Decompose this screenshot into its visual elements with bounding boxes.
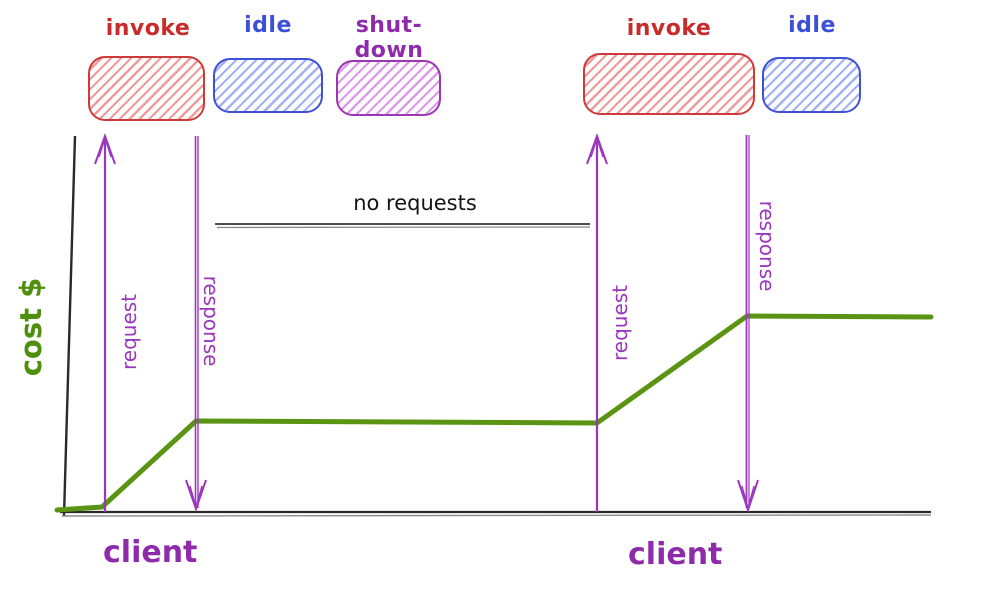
request-arrow-1 <box>94 133 116 512</box>
client-label-left: client <box>103 535 198 570</box>
invoke-box-left <box>88 56 205 121</box>
request-arrow-1-head-sketch <box>98 135 112 158</box>
shutdown-box-left <box>336 60 441 116</box>
x-axis-shadow <box>61 514 932 517</box>
request-label-2: request <box>608 284 632 362</box>
y-axis-label: cost $ <box>14 277 48 377</box>
invoke-label-right: invoke <box>626 16 712 41</box>
idle-label-right: idle <box>788 13 836 38</box>
idle-label-left: idle <box>244 13 292 38</box>
request-arrow-2-head-sketch <box>590 135 604 158</box>
client-label-right: client <box>628 537 723 572</box>
shutdown-label-left: shut-down <box>354 13 424 63</box>
response-arrow-1 <box>185 136 207 513</box>
response-arrow-1-head-sketch <box>189 485 203 510</box>
response-label-2: response <box>755 200 779 292</box>
response-arrow-2-head-sketch <box>741 485 755 511</box>
cost-line <box>54 313 934 513</box>
no-requests-line-shadow <box>216 226 591 229</box>
invoke-box-right <box>583 53 755 115</box>
request-arrow-2 <box>586 133 608 512</box>
idle-box-left <box>213 58 323 113</box>
invoke-label-left: invoke <box>105 16 191 41</box>
response-label-1: response <box>199 275 223 367</box>
response-arrow-2 <box>737 135 759 514</box>
idle-box-right <box>762 57 861 113</box>
request-label-1: request <box>117 293 141 371</box>
y-axis <box>62 135 77 517</box>
no-requests-annotation: no requests <box>353 191 477 215</box>
